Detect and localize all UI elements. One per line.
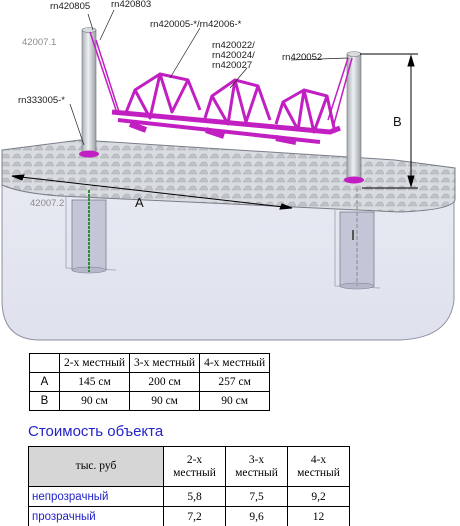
dimensions-cell: 90 см [199,391,271,411]
cost-title: Стоимость объекта [28,423,164,440]
cost-header-line1: 4-х [310,453,327,466]
cost-header-2: 2-х местный [163,446,226,487]
dimensions-cell: 200 см [129,372,201,392]
label-rn420803: rn420803 [111,0,151,10]
cost-row-transparent: прозрачный 7,2 9,6 12 [28,506,350,526]
technical-drawing: A B rn420805 rn420803 rn420005-*/rn42006… [1,0,456,341]
dimension-b [360,53,418,189]
leader-lines [69,9,349,146]
dimensions-header-row: 2-х местный 3-х местный 4-х местный [29,353,271,373]
label-42007-1: 42007.1 [22,37,56,48]
pillar-right [344,51,364,184]
dimensions-row-a: А 145 см 200 см 257 см [29,372,271,392]
label-rn420027: rn420027 [212,60,252,71]
dimensions-cell: 145 см [58,372,131,392]
cost-table: тыс. руб 2-х местный 3-х местный 4-х мес… [28,446,350,526]
cost-header-3: 3-х местный [225,446,288,487]
underground-sleeve-right [339,188,375,290]
label-rn420052: rn420052 [282,52,322,63]
cost-header-4: 4-х местный [287,446,350,487]
dimensions-header-3: 3-х местный [129,353,201,373]
cost-header-row: тыс. руб 2-х местный 3-х местный 4-х мес… [28,446,350,487]
cost-row-label: непрозрачный [28,486,164,507]
cost-header-line1: 3-х [248,453,265,466]
cost-cell: 12 [287,506,350,526]
cost-cell: 7,5 [225,486,288,507]
dimensions-header-2: 2-х местный [58,353,131,373]
cost-cell: 7,2 [163,506,226,526]
dimensions-cell: 90 см [58,391,131,411]
dimensions-table: 2-х местный 3-х местный 4-х местный А 14… [29,353,271,411]
label-rn420024: rn420024/ [212,50,255,61]
cost-cell: 9,2 [287,486,350,507]
label-42007-2: 42007.2 [30,198,64,209]
cost-header-line2: местный [173,466,216,479]
label-rn420805: rn420805 [50,1,90,12]
cost-cell: 9,6 [225,506,288,526]
cost-header-line2: местный [235,466,278,479]
label-rn333005: rn333005-* [18,95,65,106]
pillar-left [79,27,99,158]
ground-block [1,139,456,341]
dimensions-header-4: 4-х местный [199,353,271,373]
swing-frame [111,72,341,145]
dimension-b-label: B [393,114,402,129]
dimensions-cell: 90 см [129,391,201,411]
dimensions-row-label: А [29,372,60,392]
dimensions-row-b: В 90 см 90 см 90 см [29,391,271,411]
underground-sleeve-left [71,190,107,274]
dimensions-row-label: В [29,391,60,411]
cost-row-label: прозрачный [28,506,164,526]
dimensions-corner-cell [29,353,60,373]
label-rn420005: rn420005-*/rn42006-* [150,19,242,30]
dimension-a-label: A [135,195,144,210]
cost-corner-cell: тыс. руб [28,446,164,487]
dimension-a [11,174,293,210]
cost-cell: 5,8 [163,486,226,507]
label-rn420022: rn420022/ [212,40,255,51]
dimensions-cell: 257 см [199,372,271,392]
cost-header-line1: 2-х [186,453,203,466]
cost-row-opaque: непрозрачный 5,8 7,5 9,2 [28,486,350,507]
cost-header-line2: местный [297,466,340,479]
